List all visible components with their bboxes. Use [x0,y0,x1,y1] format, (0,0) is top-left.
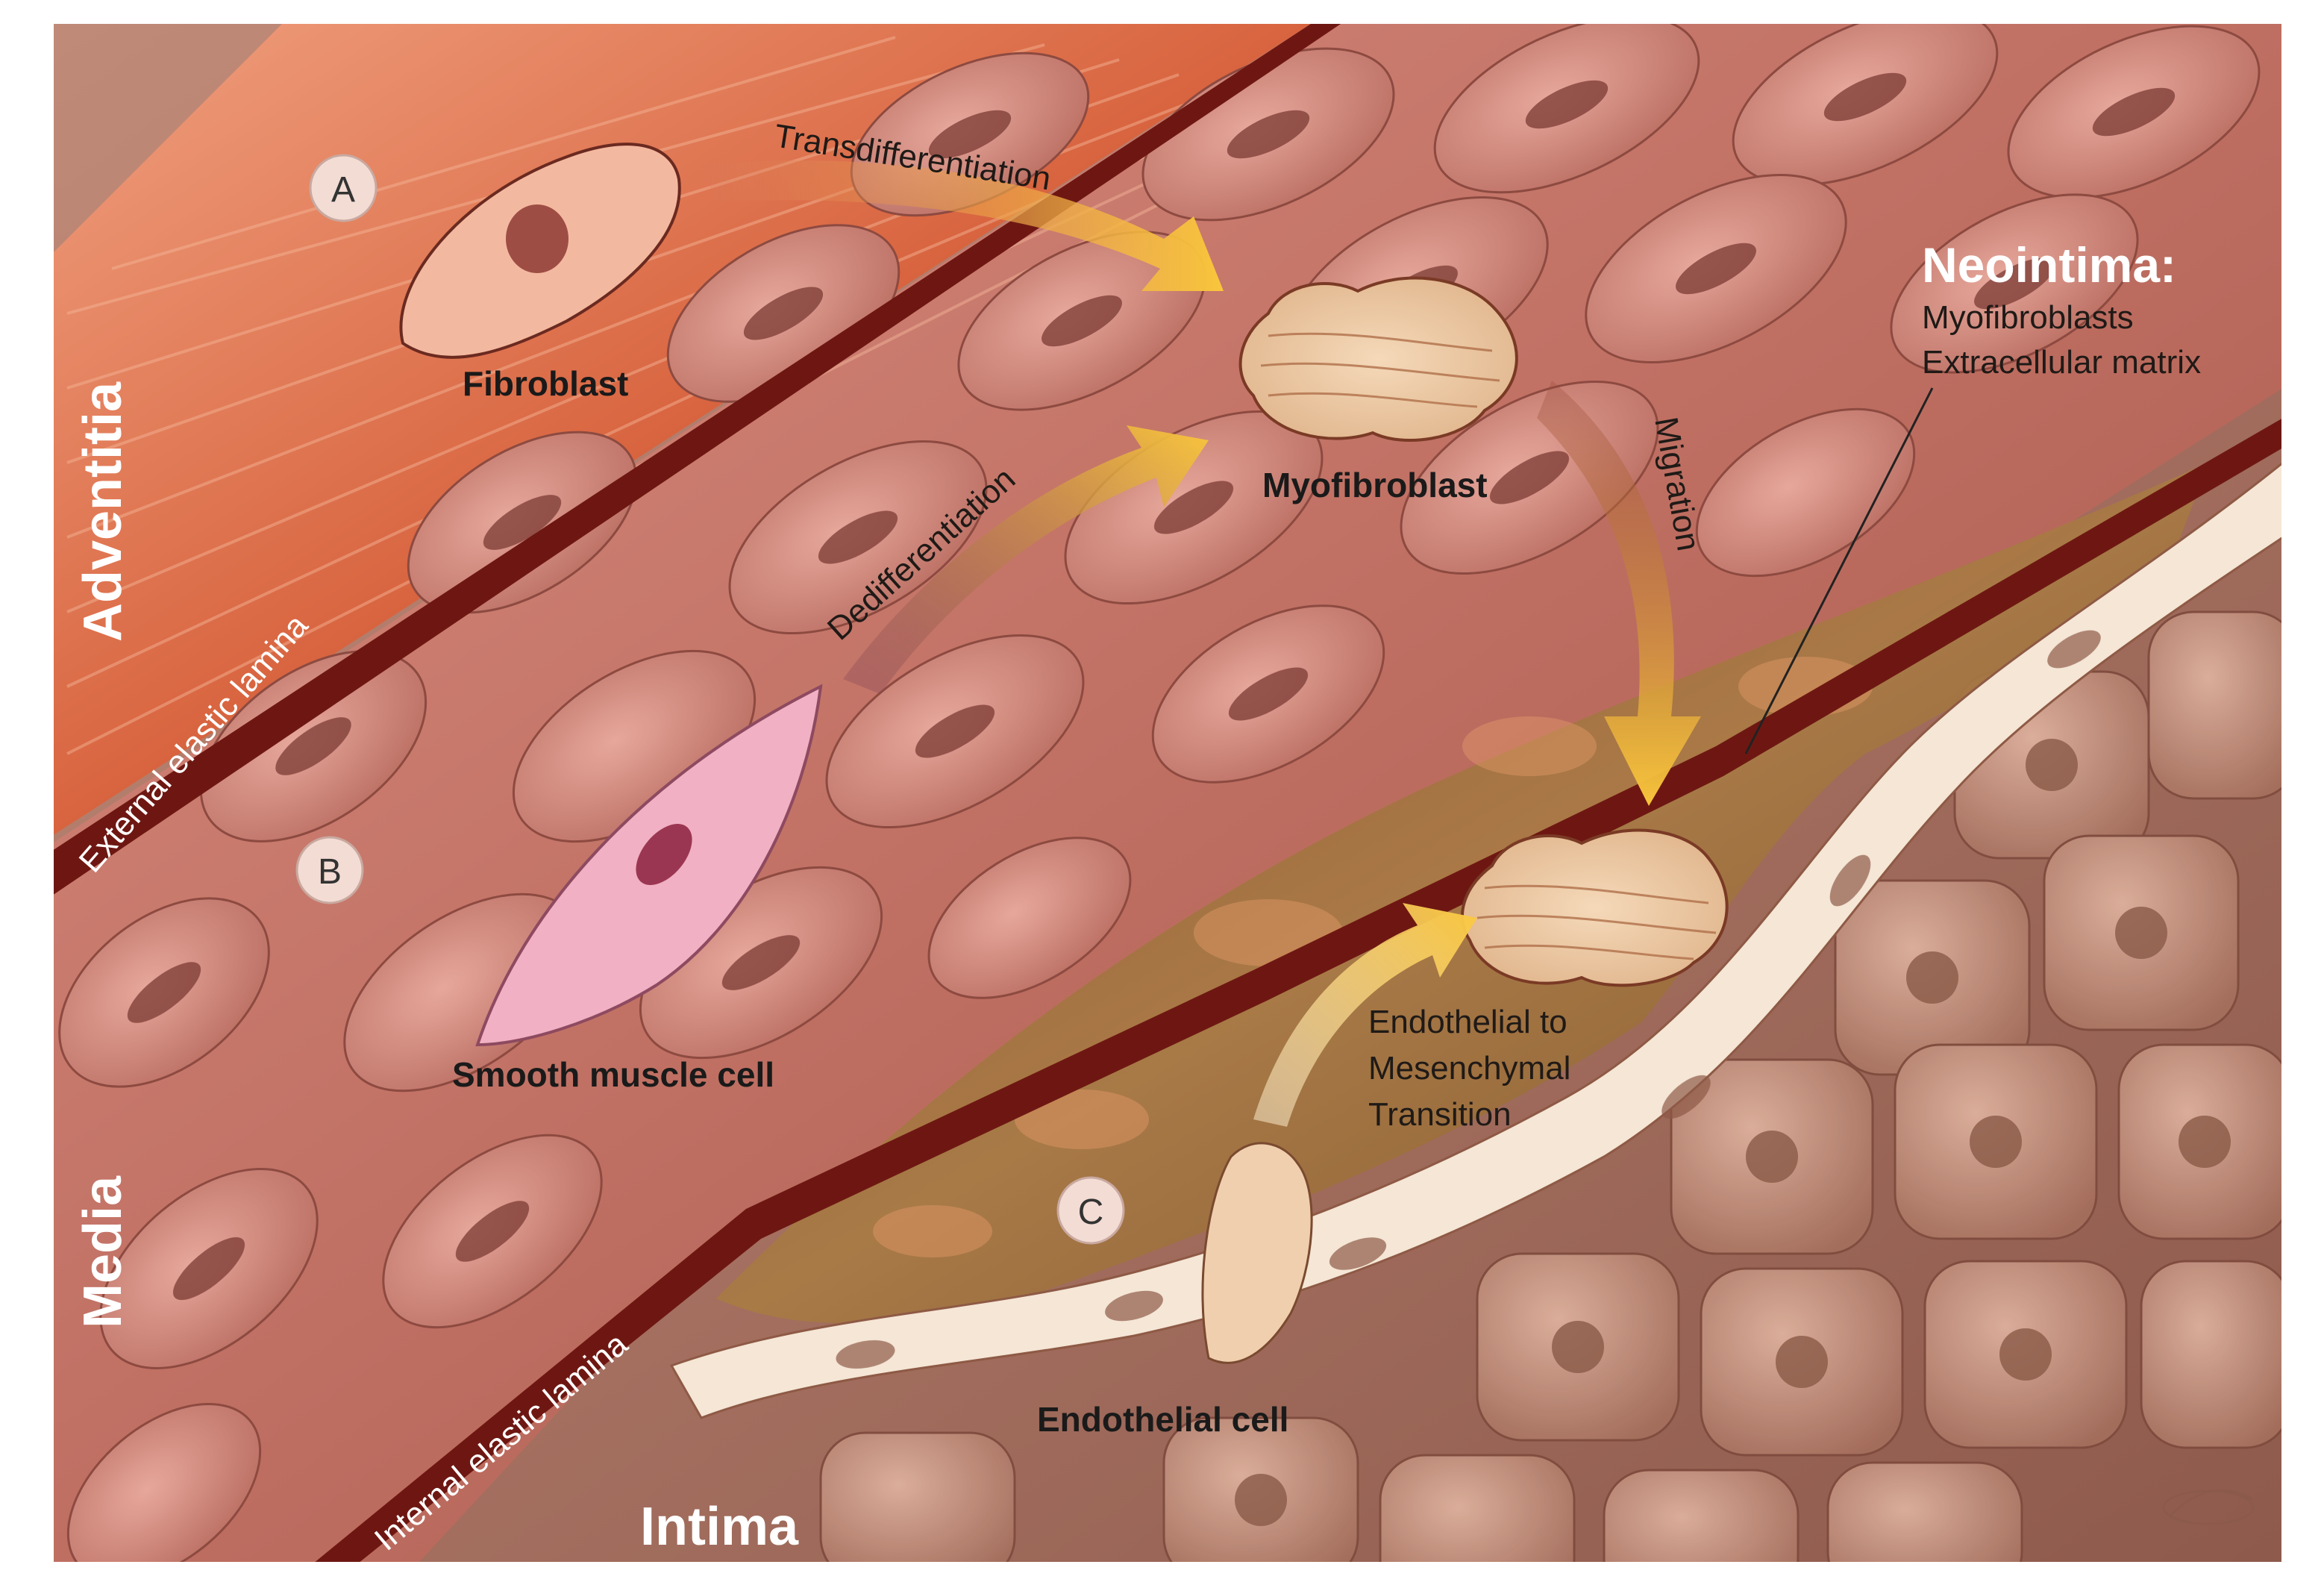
endothelial-cell-transitioning [1201,1142,1313,1364]
label-adventitia: Adventitia [73,381,133,642]
smooth-muscle-cell [475,684,823,1047]
neointima-pointer-line [1744,387,1934,754]
label-endmt-line1: Endothelial to [1368,1004,1567,1040]
media-layer [52,22,2283,1563]
label-myofibroblast: Myofibroblast [1262,466,1488,504]
marker-a: A [309,154,378,222]
label-media: Media [73,1175,133,1328]
smooth-muscle-nucleus [636,824,692,885]
myofibroblast-cell-neointima [1461,828,1729,987]
fibroblast-cell [399,143,681,359]
marker-c: C [1056,1176,1125,1245]
label-neointima-item1: Myofibroblasts [1922,299,2134,336]
marker-b-label: B [318,852,342,892]
arrow-dedifferentiation [843,425,1209,694]
fibroblast-nucleus [506,204,569,273]
label-intima: Intima [640,1497,799,1557]
label-fibroblast: Fibroblast [463,364,628,403]
label-neointima-title: Neointima: [1922,237,2176,293]
label-smooth-muscle-cell: Smooth muscle cell [452,1055,774,1094]
label-neointima-item2: Extracellular matrix [1922,344,2201,381]
arrow-transdifferentiation [701,160,1224,291]
label-endmt-line3: Transition [1368,1096,1512,1133]
external-elastic-lamina [52,22,1343,895]
marker-b: B [295,836,364,904]
marker-c-label: C [1078,1192,1104,1232]
arrow-endmt [1253,903,1477,1127]
intima-nuclei [1235,739,2231,1526]
internal-elastic-lamina [313,418,2283,1563]
marker-a-label: A [331,170,355,210]
adventitia-layer [52,22,1313,836]
neointima-blotches [873,657,1873,1257]
myofibroblast-cell-top [1238,276,1518,442]
figure-frame [51,21,2284,1565]
label-endmt-line2: Mesenchymal [1368,1050,1570,1087]
arrow-migration [1537,381,1701,806]
label-endothelial-cell: Endothelial cell [1037,1400,1288,1439]
endothelial-nuclei [836,630,2101,1369]
artist-signature [2162,1489,2255,1525]
